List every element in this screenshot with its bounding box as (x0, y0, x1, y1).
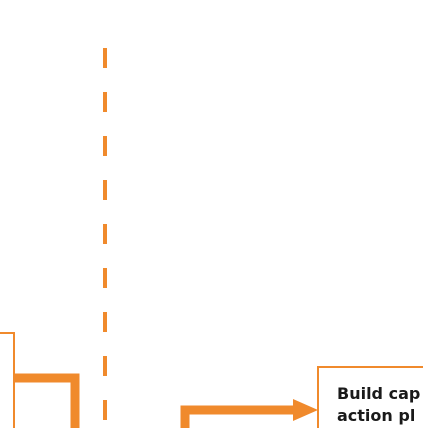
target-box-outline (317, 366, 423, 428)
left-box-outline (0, 332, 15, 428)
target-box-label-line-1: Build cap (337, 384, 421, 403)
left-connector (14, 373, 80, 428)
arrow-head (293, 399, 318, 421)
target-box-label-line-2: action pl (337, 406, 416, 425)
target-box-label: Build cap action pl (337, 383, 423, 427)
bottom-connector (180, 405, 296, 428)
